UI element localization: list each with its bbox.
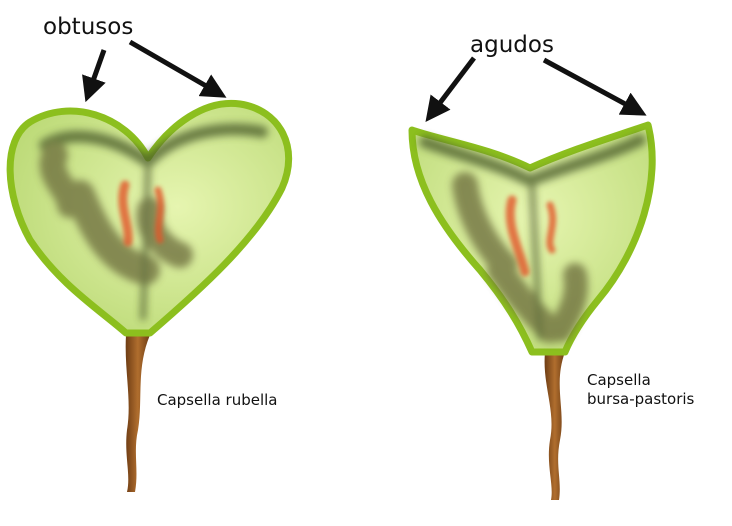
arrow-agudos-left <box>425 56 476 122</box>
left-stalk <box>125 335 150 492</box>
arrow-obtusos-right <box>128 39 227 98</box>
capsella-bursa-pastoris-fruit <box>408 121 656 500</box>
right-seeds-and-veins <box>419 134 646 343</box>
arrow-obtusos-left <box>82 49 107 103</box>
arrow-agudos-right <box>542 57 647 116</box>
left-seeds-and-veins <box>39 123 268 321</box>
label-obtusos: obtusos <box>43 14 134 40</box>
label-bursa-line1: Capsella <box>587 371 651 389</box>
right-stalk <box>544 352 565 500</box>
label-capsella-bursa-pastoris: Capsella bursa-pastoris <box>587 371 694 409</box>
right-red-seeds <box>505 195 557 277</box>
label-bursa-line2: bursa-pastoris <box>587 389 695 408</box>
left-red-seeds <box>118 180 165 247</box>
label-capsella-rubella: Capsella rubella <box>157 391 278 409</box>
capsella-rubella-fruit <box>6 99 293 492</box>
label-agudos: agudos <box>470 32 554 58</box>
